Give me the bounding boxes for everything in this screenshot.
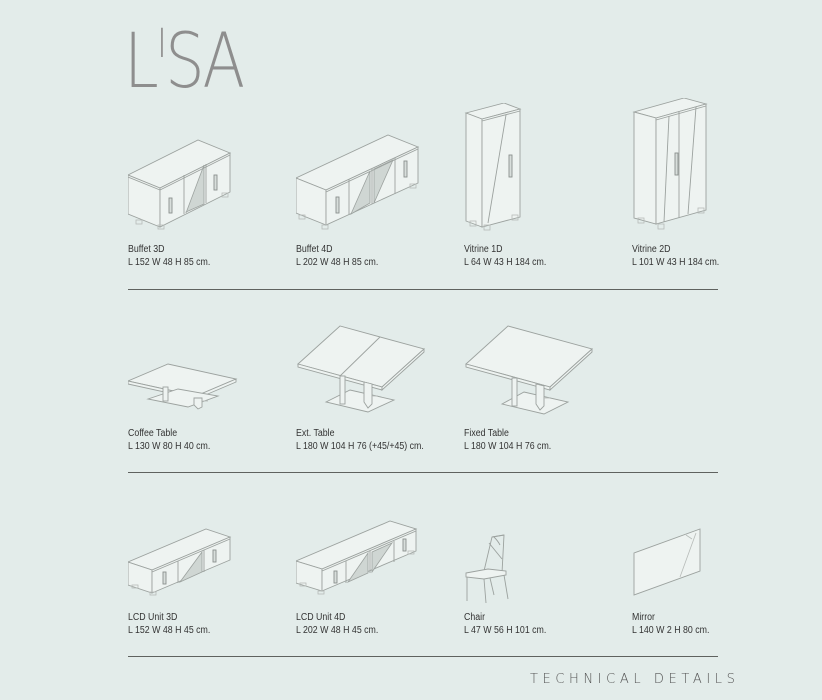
vitrine-2d-drawing	[632, 98, 710, 230]
product-label: LCD Unit 3D L 152 W 48 H 45 cm.	[128, 611, 210, 637]
product-dimensions: L 202 W 48 H 45 cm.	[296, 625, 379, 636]
row-divider	[128, 472, 718, 473]
product-dimensions: L 101 W 43 H 184 cm.	[632, 257, 720, 268]
product-name: Buffet 3D	[128, 244, 165, 255]
product-dimensions: L 140 W 2 H 80 cm.	[632, 625, 710, 636]
product-name: Buffet 4D	[296, 244, 333, 255]
brand-logo: LISA	[124, 4, 245, 105]
row-divider	[128, 289, 718, 290]
product-label: Vitrine 2D L 101 W 43 H 184 cm.	[632, 243, 719, 269]
product-label: Fixed Table L 180 W 104 H 76 cm.	[464, 427, 551, 453]
chair-drawing	[464, 533, 514, 605]
footer-title: TECHNICAL DETAILS	[530, 672, 740, 687]
product-dimensions: L 152 W 48 H 85 cm.	[128, 257, 211, 268]
product-dimensions: L 130 W 80 H 40 cm.	[128, 441, 211, 452]
ext-table-drawing	[296, 324, 426, 416]
product-label: Buffet 4D L 202 W 48 H 85 cm.	[296, 243, 378, 269]
product-name: Fixed Table	[464, 428, 509, 439]
product-label: Buffet 3D L 152 W 48 H 85 cm.	[128, 243, 210, 269]
product-name: Chair	[464, 612, 486, 623]
brand-letter-i: I	[157, 21, 167, 67]
fixed-table-drawing	[464, 324, 596, 416]
row-divider	[128, 656, 718, 657]
product-dimensions: L 47 W 56 H 101 cm.	[464, 625, 547, 636]
product-label: Vitrine 1D L 64 W 43 H 184 cm.	[464, 243, 546, 269]
product-name: LCD Unit 3D	[128, 612, 178, 623]
coffee-table-drawing	[128, 351, 240, 413]
vitrine-1d-drawing	[464, 103, 526, 231]
product-dimensions: L 64 W 43 H 184 cm.	[464, 257, 547, 268]
product-name: Coffee Table	[128, 428, 178, 439]
product-name: Ext. Table	[296, 428, 335, 439]
product-label: Chair L 47 W 56 H 101 cm.	[464, 611, 546, 637]
lcd-unit-3d-drawing	[128, 527, 234, 597]
product-dimensions: L 180 W 104 H 76 (+45/+45) cm.	[296, 441, 424, 452]
buffet-4d-drawing	[296, 133, 421, 230]
product-dimensions: L 180 W 104 H 76 cm.	[464, 441, 552, 452]
buffet-3d-drawing	[128, 135, 238, 230]
brand-letters-sa: SA	[165, 16, 245, 105]
lcd-unit-4d-drawing	[296, 519, 420, 597]
product-name: LCD Unit 4D	[296, 612, 346, 623]
brand-letter-l: L	[124, 16, 159, 105]
product-name: Mirror	[632, 612, 655, 623]
product-dimensions: L 202 W 48 H 85 cm.	[296, 257, 379, 268]
product-name: Vitrine 2D	[632, 244, 671, 255]
product-label: Coffee Table L 130 W 80 H 40 cm.	[128, 427, 210, 453]
product-label: LCD Unit 4D L 202 W 48 H 45 cm.	[296, 611, 378, 637]
product-label: Ext. Table L 180 W 104 H 76 (+45/+45) cm…	[296, 427, 424, 453]
product-dimensions: L 152 W 48 H 45 cm.	[128, 625, 211, 636]
product-name: Vitrine 1D	[464, 244, 503, 255]
product-label: Mirror L 140 W 2 H 80 cm.	[632, 611, 709, 637]
mirror-drawing	[632, 525, 704, 601]
